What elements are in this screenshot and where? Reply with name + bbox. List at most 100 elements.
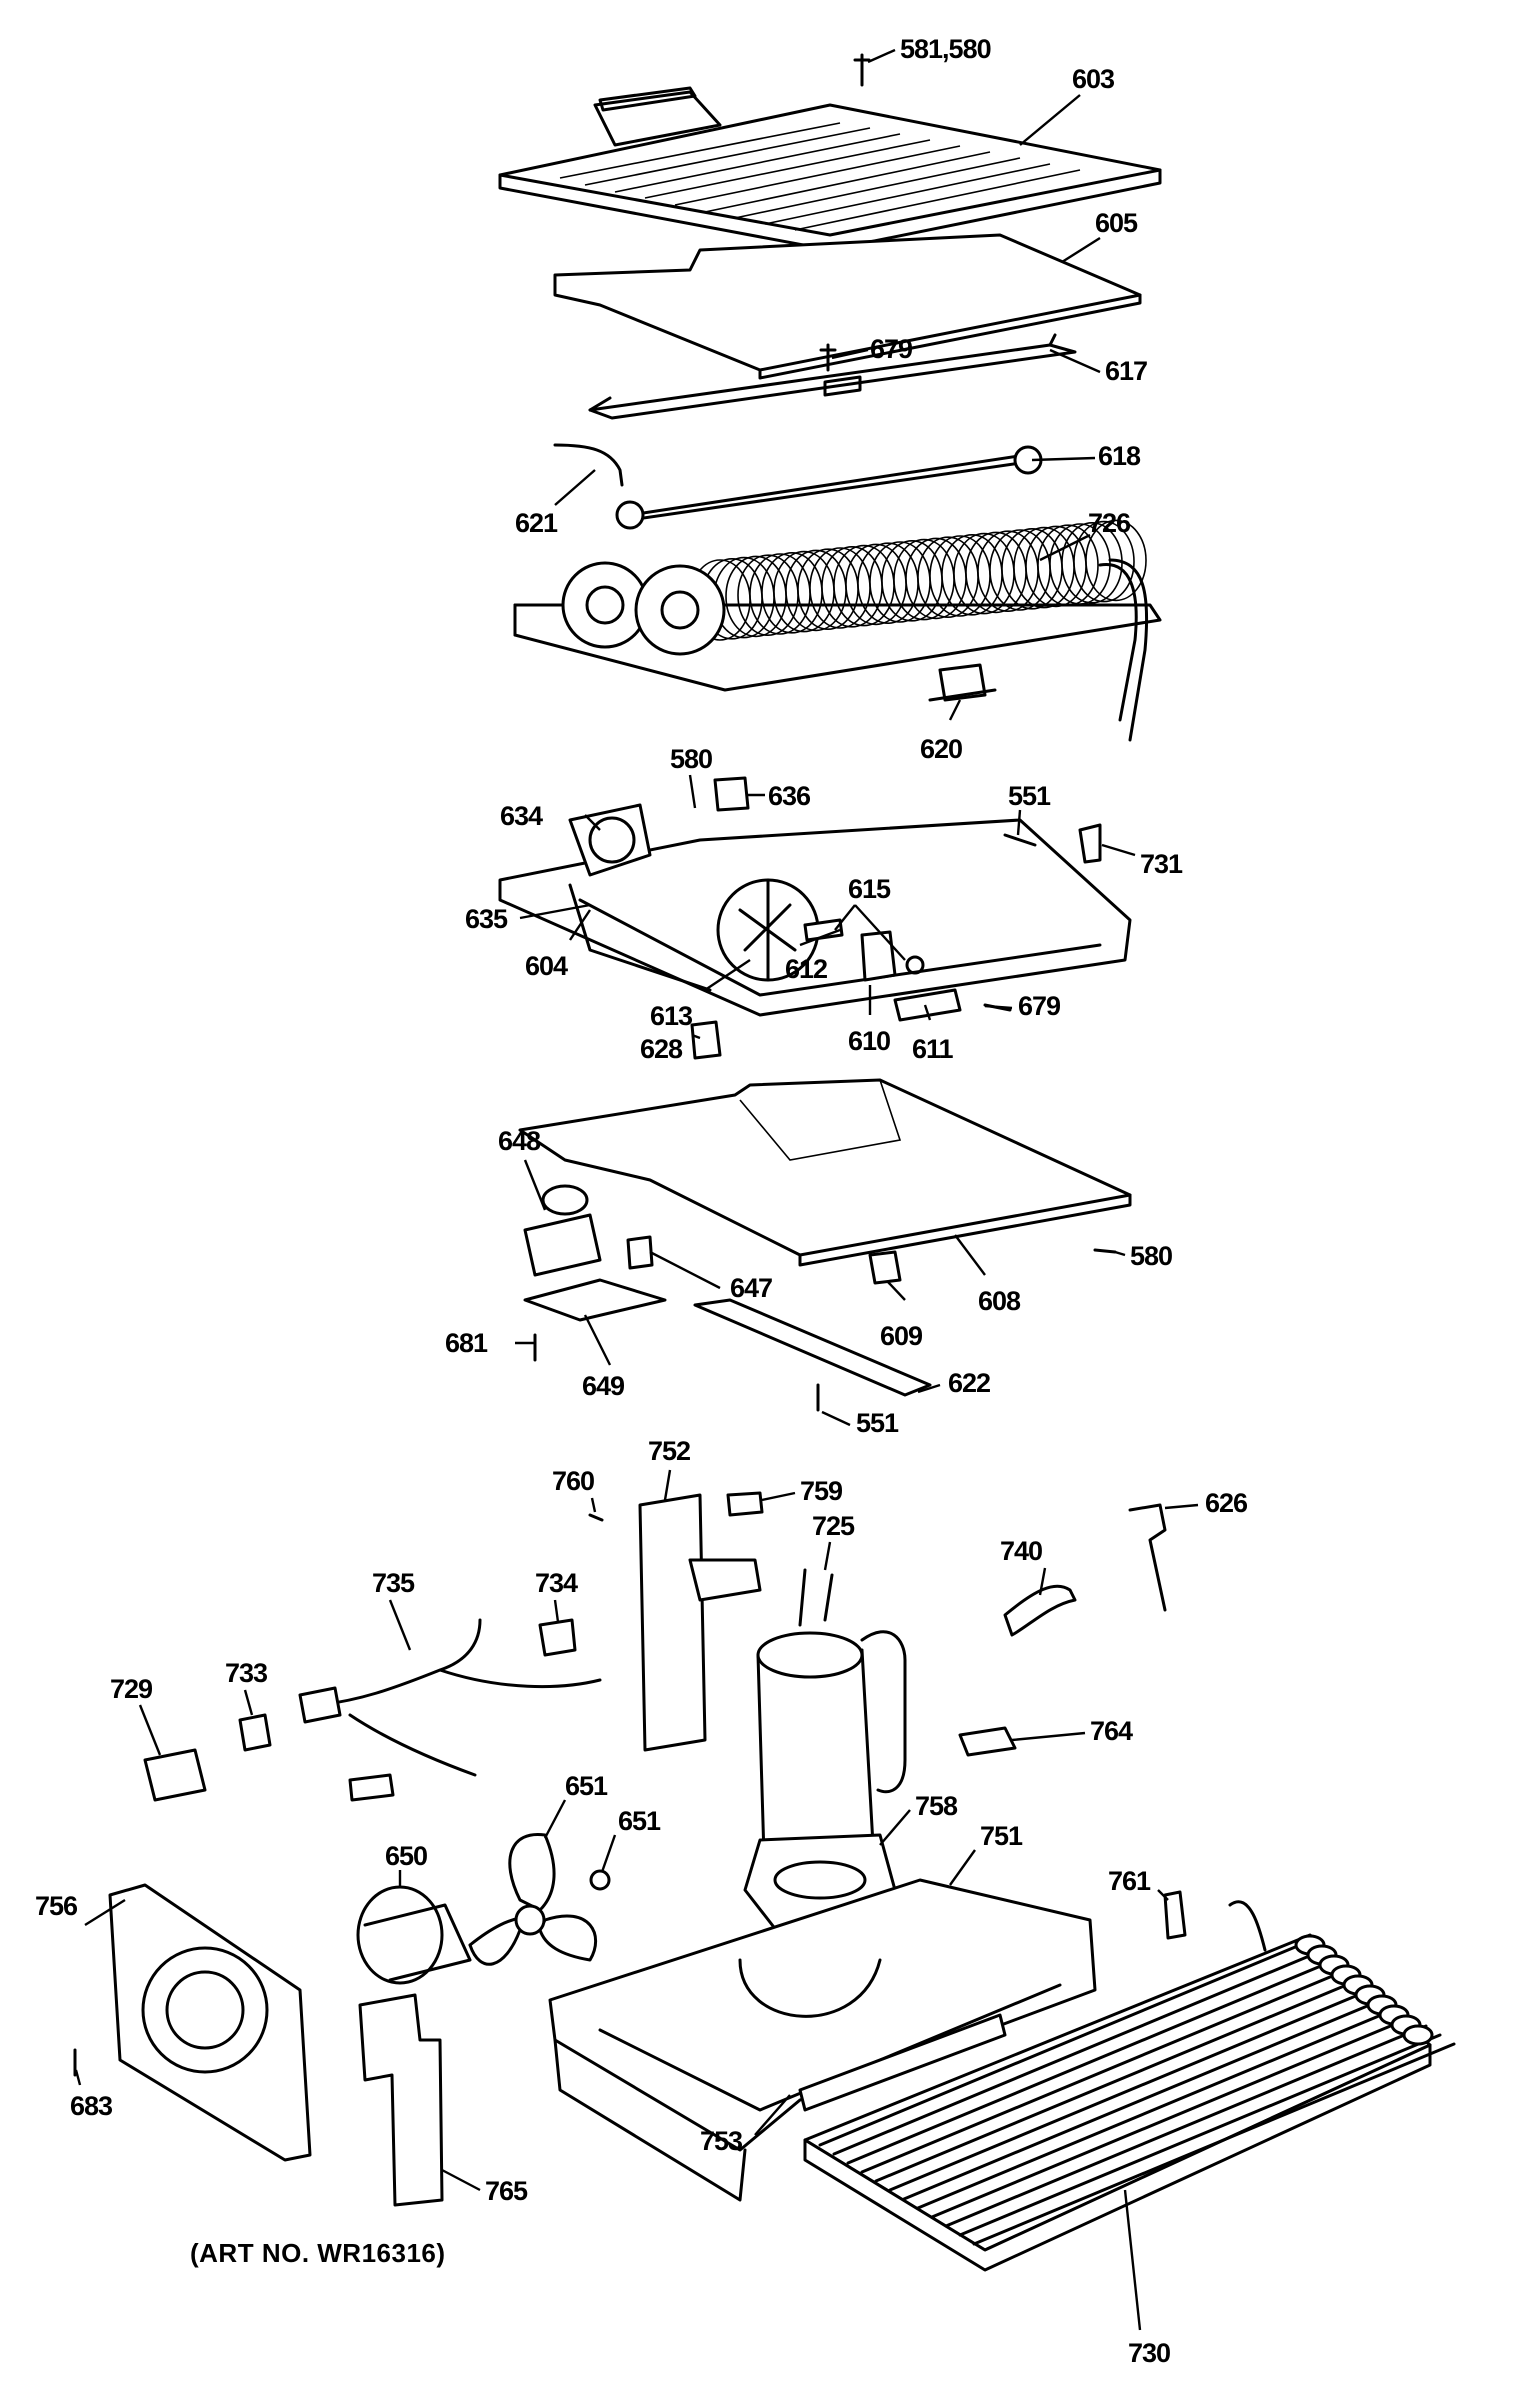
part-752-bracket <box>638 1493 762 1752</box>
condenser-tube <box>958 2033 1442 2237</box>
label-581-580: 581,580 <box>900 34 991 64</box>
label-621: 621 <box>515 508 558 538</box>
condenser-tube <box>888 1988 1372 2192</box>
label-764: 764 <box>1090 1716 1133 1746</box>
coil-ring <box>1085 519 1147 602</box>
label-756: 756 <box>35 1891 78 1921</box>
label-759: 759 <box>800 1476 843 1506</box>
part-649-bracket <box>523 1278 667 1322</box>
label-740: 740 <box>1000 1536 1042 1566</box>
label-610: 610 <box>848 1026 890 1056</box>
part-608-cover <box>518 1078 1132 1267</box>
part-636-clip <box>713 776 750 812</box>
part-581-screw <box>853 53 871 87</box>
label-626: 626 <box>1205 1488 1248 1518</box>
label-617: 617 <box>1105 356 1147 386</box>
part-756-shroud <box>108 1883 312 2162</box>
condenser-tube <box>972 2042 1456 2246</box>
part-729-capacitor <box>143 1748 207 1802</box>
label-760: 760 <box>552 1466 594 1496</box>
part-679-screw <box>819 343 837 372</box>
part-603-cover <box>498 86 1162 252</box>
label-734: 734 <box>535 1568 578 1598</box>
part-765-baffle <box>358 1993 444 2207</box>
label-752: 752 <box>648 1436 690 1466</box>
part-647-switch <box>626 1235 654 1270</box>
part-735-harness <box>298 1618 602 1802</box>
part-740-spring <box>1003 1584 1077 1637</box>
part-761-clip <box>1163 1890 1187 1940</box>
part-551-screw-a <box>1003 833 1037 847</box>
label-651: 651 <box>565 1771 608 1801</box>
part-620-thermostat <box>928 663 997 702</box>
label-580-b: 580 <box>1130 1241 1172 1271</box>
condenser-tube <box>832 1952 1316 2156</box>
part-760-screw <box>588 1513 604 1522</box>
part-733-terminal <box>238 1713 272 1752</box>
label-635: 635 <box>465 904 508 934</box>
part-604-pan <box>498 803 1132 1022</box>
part-650-fan-motor <box>356 1885 512 1985</box>
label-636: 636 <box>768 781 811 811</box>
art-number-caption: (ART NO. WR16316) <box>190 2238 446 2268</box>
part-617-bar <box>588 333 1077 420</box>
label-761: 761 <box>1108 1866 1151 1896</box>
part-730-condenser <box>803 1900 1456 2272</box>
condenser-bend <box>1402 2024 1434 2046</box>
part-651-nut <box>589 1869 611 1891</box>
label-679: 679 <box>870 334 913 364</box>
condenser-tube <box>818 1943 1302 2147</box>
label-649: 649 <box>582 1371 625 1401</box>
part-725-compressor <box>756 1568 907 1892</box>
label-613: 613 <box>650 1001 693 1031</box>
label-651-b: 651 <box>618 1806 661 1836</box>
label-608: 608 <box>978 1286 1021 1316</box>
condenser-tube <box>846 1961 1330 2165</box>
label-730: 730 <box>1128 2338 1170 2368</box>
condenser-tube <box>930 2015 1414 2219</box>
label-647: 647 <box>730 1273 772 1303</box>
label-611: 611 <box>912 1034 954 1064</box>
condenser-tube <box>860 1970 1344 2174</box>
part-731-bracket <box>1078 823 1102 864</box>
condenser-tube <box>902 1997 1386 2201</box>
label-758: 758 <box>915 1791 958 1821</box>
label-733: 733 <box>225 1658 268 1688</box>
label-622: 622 <box>948 1368 990 1398</box>
part-753-channel <box>798 2013 1007 2112</box>
label-618: 618 <box>1098 441 1141 471</box>
label-580: 580 <box>670 744 712 774</box>
label-650: 650 <box>385 1841 427 1871</box>
label-615: 615 <box>848 874 891 904</box>
condenser-tube <box>916 2006 1400 2210</box>
label-729: 729 <box>110 1674 153 1704</box>
label-609: 609 <box>880 1321 923 1351</box>
label-725: 725 <box>812 1511 855 1541</box>
label-604: 604 <box>525 951 568 981</box>
part-609-clip <box>868 1250 902 1285</box>
label-679-b: 679 <box>1018 991 1061 1021</box>
part-626-plug <box>1128 1503 1167 1612</box>
label-765: 765 <box>485 2176 528 2206</box>
part-726-evaporator <box>513 519 1162 742</box>
part-621-wire <box>553 443 624 487</box>
label-648: 648 <box>498 1126 541 1156</box>
part-651-fan-blade <box>468 1832 598 1966</box>
label-605: 605 <box>1095 208 1138 238</box>
label-731: 731 <box>1140 849 1183 879</box>
coil-ring <box>1037 524 1099 607</box>
label-683: 683 <box>70 2091 113 2121</box>
label-751: 751 <box>980 1821 1023 1851</box>
condenser-tube <box>874 1979 1358 2183</box>
part-618-heater <box>615 445 1043 530</box>
label-634: 634 <box>500 801 543 831</box>
label-551-b: 551 <box>856 1408 899 1438</box>
label-753: 753 <box>700 2126 743 2156</box>
label-551: 551 <box>1008 781 1051 811</box>
label-681: 681 <box>445 1328 488 1358</box>
part-734-relay <box>538 1618 577 1657</box>
leader-lines <box>74 48 1199 2331</box>
part-648-damper <box>523 1184 602 1277</box>
coil-ring <box>1073 520 1135 603</box>
